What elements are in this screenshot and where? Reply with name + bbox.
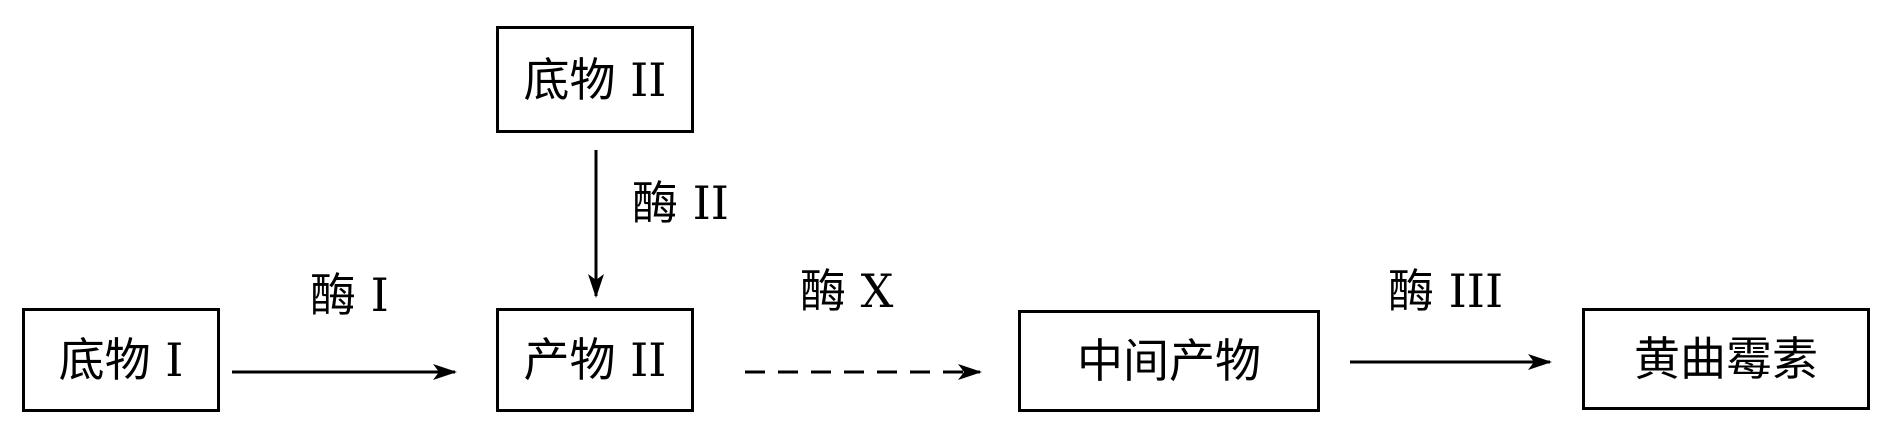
node-substrate-1-label: 底物 I — [58, 333, 184, 387]
node-substrate-2-label: 底物 II — [523, 52, 667, 107]
node-substrate-1: 底物 I — [22, 308, 220, 412]
enzyme-1-label: 酶 I — [310, 268, 389, 322]
enzyme-2-label: 酶 II — [632, 176, 729, 230]
node-substrate-2: 底物 II — [496, 26, 694, 133]
node-aflatoxin-label: 黄曲霉素 — [1634, 332, 1818, 386]
node-intermediate-label: 中间产物 — [1077, 334, 1261, 388]
enzyme-x-label: 酶 X — [800, 264, 894, 318]
node-product-2: 产物 II — [496, 308, 694, 412]
node-aflatoxin: 黄曲霉素 — [1582, 308, 1870, 410]
node-product-2-label: 产物 II — [523, 333, 667, 387]
node-intermediate: 中间产物 — [1018, 310, 1320, 412]
enzyme-3-label: 酶 III — [1388, 264, 1504, 318]
